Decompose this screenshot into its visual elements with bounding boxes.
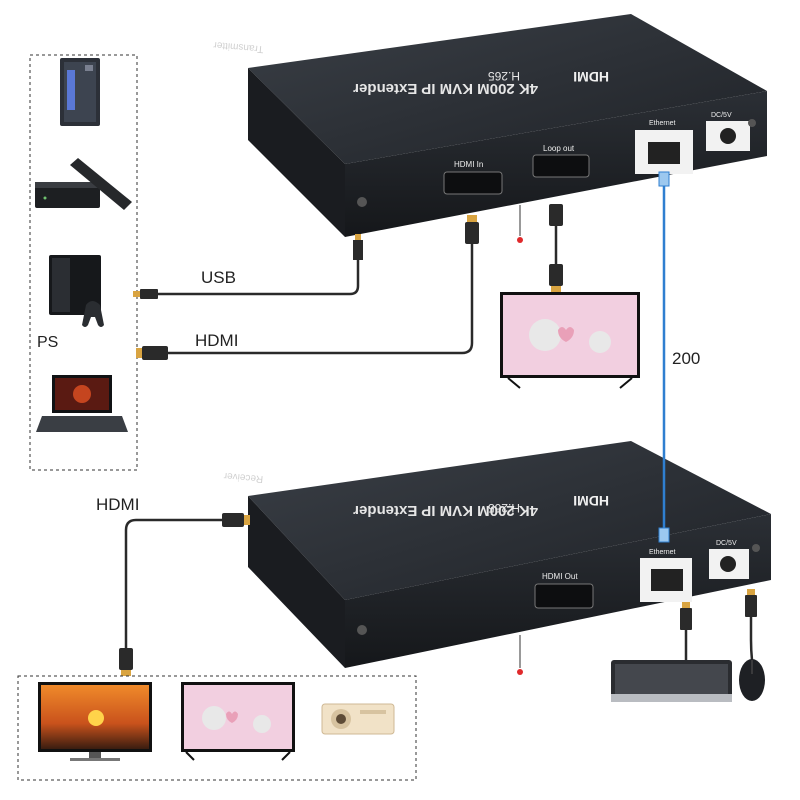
set-top-box-icon (35, 182, 100, 208)
hdmi-connector-icon (119, 648, 133, 670)
transmitter-dc-label: DC/5V (711, 112, 732, 119)
transmitter-unit: 4K 200M KVM IP Extender H.265 Transmitte… (212, 14, 767, 237)
output-monitor-icon (181, 682, 295, 761)
transmitter-screw-icon (357, 197, 367, 207)
transmitter-screw-icon (748, 119, 756, 127)
transmitter-hdmi-in-label: HDMI In (454, 160, 483, 169)
projector-icon (321, 703, 395, 735)
receiver-hdmi-out-port (534, 583, 594, 609)
receiver-ethernet-label: Ethernet (649, 549, 676, 556)
pc-tower-icon (60, 58, 100, 126)
transmitter-title: 4K 200M KVM IP Extender (353, 80, 538, 97)
transmitter-loop-out-port (532, 154, 590, 178)
rj45-connector-icon (658, 171, 670, 187)
laptop-icon (36, 375, 128, 432)
output-devices-box (17, 675, 417, 781)
receiver-unit: 4K 200M KVM IP Extender H.265 Receiver H… (223, 441, 771, 668)
remote-control-icon (70, 158, 132, 210)
receiver-screw-icon (752, 544, 760, 552)
receiver-brand-logo: HDMI (573, 493, 609, 509)
loop-monitor-icon (500, 292, 640, 389)
receiver-hdmi-out-label: HDMI Out (542, 572, 578, 581)
sunset-monitor-icon (38, 682, 152, 761)
receiver-role: Receiver (223, 470, 264, 484)
mouse-icon (739, 659, 765, 701)
indicator-dot (517, 669, 523, 675)
game-console-icon (49, 255, 104, 327)
hdmi-bottom-label: HDMI (96, 495, 139, 514)
transmitter-hdmi-in-port (443, 171, 503, 195)
hdmi-input-cable (168, 243, 474, 355)
usb-connector-icon (140, 289, 158, 299)
ps-label: PS (37, 334, 58, 351)
receiver-codec: H.265 (488, 501, 520, 515)
transmitter-role: Transmitter (212, 39, 264, 54)
usb-connector-icon (745, 595, 757, 617)
receiver-dc-label: DC/5V (716, 540, 737, 547)
cable-length-label: 200 (672, 349, 700, 368)
usb-connector-icon (680, 608, 692, 630)
transmitter-codec: H.265 (488, 69, 520, 83)
keyboard-icon (611, 660, 732, 702)
usb-label: USB (201, 268, 236, 287)
transmitter-ethernet-label: Ethernet (649, 120, 676, 127)
usb-connector-icon (353, 240, 363, 260)
usb-cable (158, 260, 360, 296)
transmitter-loop-out-label: Loop out (543, 144, 575, 153)
hdmi-output-cable (124, 518, 226, 650)
hdmi-connector-icon (549, 204, 563, 226)
receiver-screw-icon (357, 625, 367, 635)
receiver-title: 4K 200M KVM IP Extender (353, 502, 538, 519)
indicator-dot (517, 237, 523, 243)
hdmi-connector-icon (549, 264, 563, 286)
source-devices-box (29, 54, 138, 471)
hdmi-top-label: HDMI (195, 331, 238, 350)
hdmi-connector-icon (142, 346, 168, 360)
hdmi-connector-icon (465, 222, 479, 244)
mouse-cable (749, 590, 754, 661)
rj45-connector-icon (658, 527, 670, 543)
transmitter-brand-logo: HDMI (573, 69, 609, 85)
hdmi-connector-icon (222, 513, 244, 527)
